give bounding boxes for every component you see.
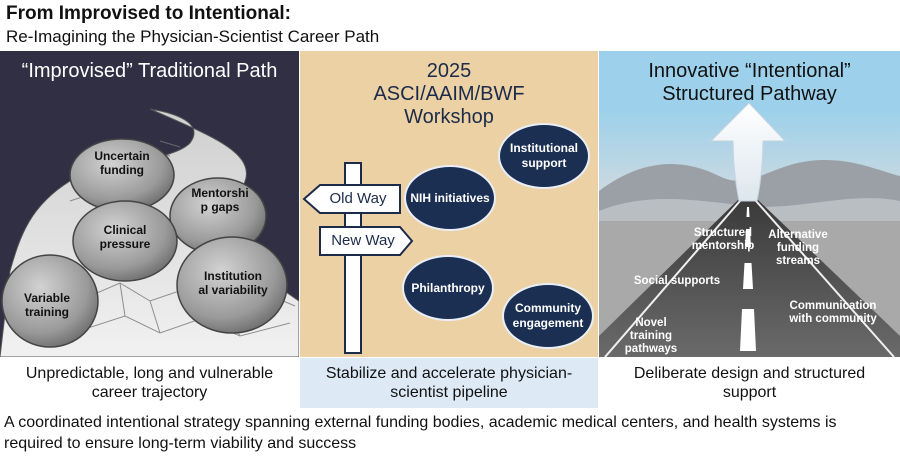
traditional-path-heading: “Improvised” Traditional Path: [21, 60, 278, 82]
rock-label-mentorship-gaps: Mentorshi p gaps: [191, 186, 249, 214]
workshop-caption: Stabilize and accelerate physician-scien…: [300, 358, 598, 408]
rock-label-uncertain-funding: Uncertain funding: [94, 149, 150, 177]
structured-pathway-heading: Innovative “Intentional” Structured Path…: [648, 60, 851, 105]
traditional-path-caption: Unpredictable, long and vulnerable caree…: [0, 358, 299, 408]
rock-variable-training: [1, 254, 99, 348]
bubble-community-engagement: Community engagement: [502, 283, 594, 349]
rock-label-clinical-pressure: Clinical pressure: [99, 223, 151, 251]
signpost-illustration: [302, 162, 414, 354]
rock-clinical-pressure: [72, 200, 178, 282]
road-label-communication-community: Communication with community: [789, 300, 877, 325]
structured-pathway-caption: Deliberate design and structured support: [599, 358, 900, 408]
bubble-institutional-support: Institutional support: [498, 123, 590, 189]
upward-arrow-icon: [709, 102, 787, 202]
road-label-alternative-funding: Alternative funding streams: [768, 229, 828, 267]
cracked-path-illustration: [0, 108, 299, 357]
highway-illustration: [599, 102, 900, 357]
road-label-novel-training: Novel training pathways: [624, 317, 678, 355]
traditional-path-panel: “Improvised” Traditional Path Uncertain …: [0, 51, 299, 357]
bubble-philanthropy: Philanthropy: [402, 255, 494, 321]
footer-statement: A coordinated intentional strategy spann…: [4, 414, 837, 452]
rock-institutional-variability: [176, 236, 288, 334]
rock-label-variable-training: Variable training: [23, 291, 71, 319]
figure-title: From Improvised to Intentional:: [6, 3, 292, 24]
figure-subtitle: Re-Imagining the Physician-Scientist Car…: [6, 27, 380, 46]
road-label-social-supports: Social supports: [633, 275, 721, 287]
structured-pathway-panel: Innovative “Intentional” Structured Path…: [599, 51, 900, 357]
rock-label-institutional-variability: Institution al variability: [198, 269, 268, 297]
new-way-label: New Way: [331, 232, 395, 249]
old-way-label: Old Way: [329, 190, 387, 207]
road-label-structured-mentorship: Structured mentorship: [691, 227, 755, 252]
workshop-heading: 2025 ASCI/AAIM/BWF Workshop: [373, 60, 525, 128]
road-center-dashes: [740, 207, 756, 351]
workshop-panel: 2025 ASCI/AAIM/BWF Workshop Old Way New …: [300, 51, 598, 357]
new-way-sign-board: [319, 226, 414, 256]
bubble-nih-initiatives: NIH initiatives: [404, 165, 496, 231]
old-way-sign-board: [302, 184, 401, 214]
